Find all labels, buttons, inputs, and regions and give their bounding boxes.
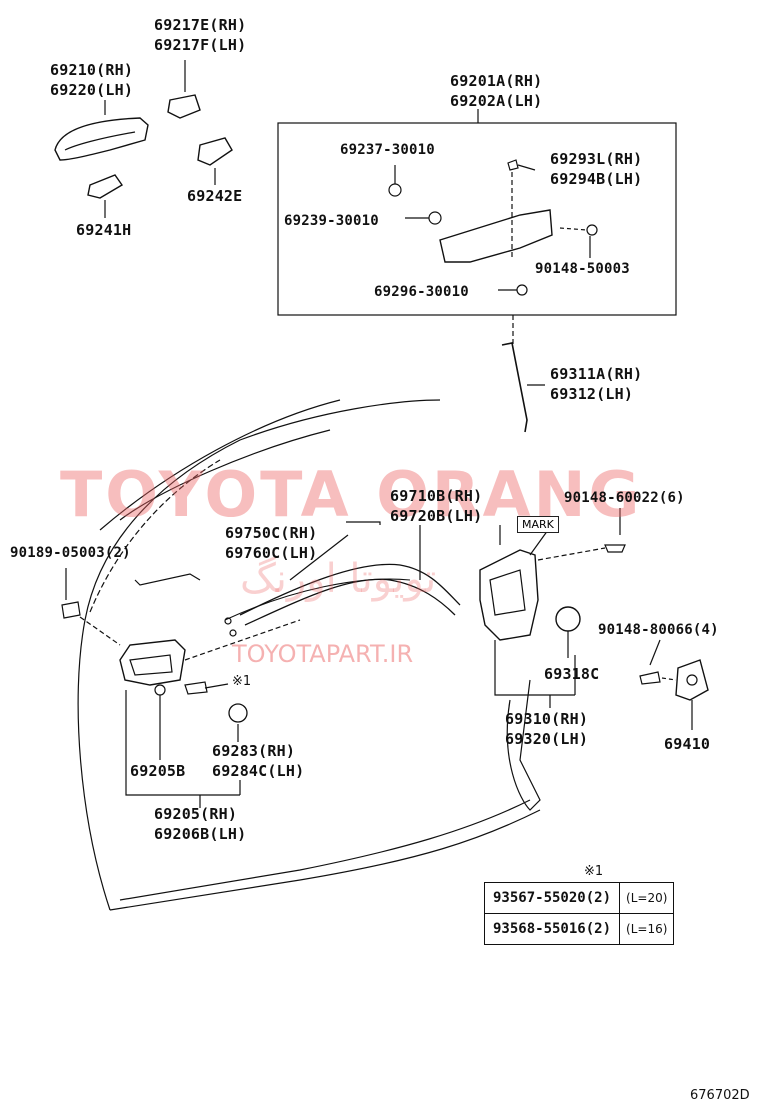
- bracket-69205: [125, 690, 240, 796]
- label-69283-lh: 69284C(LH): [212, 762, 305, 780]
- label-90148-80066: 90148-80066(4): [598, 622, 719, 638]
- door-top-edge: [99, 399, 341, 531]
- label-69210-rh: 69210(RH): [50, 61, 134, 79]
- handle-pad-69241: [87, 174, 124, 199]
- spec-part-number: 93568-55016(2): [483, 913, 621, 945]
- label-90148-50003: 90148-50003: [535, 261, 630, 277]
- door-rear-edge: [506, 679, 541, 811]
- label-69217-lh: 69217F(LH): [154, 36, 247, 54]
- door-bottom-inner: [119, 799, 531, 901]
- lock-cable-second: [224, 578, 411, 621]
- bracket-69310: [494, 640, 575, 696]
- belt-line: [119, 429, 331, 521]
- label-69296: 69296-30010: [374, 284, 469, 300]
- label-90148-60022: 90148-60022(6): [564, 490, 685, 506]
- outer-handle-frame-box: [277, 122, 677, 316]
- label-69205-rh: 69205(RH): [154, 805, 238, 823]
- ref-mark-1: ※1: [232, 674, 252, 689]
- lock-cable-upper: [239, 563, 461, 616]
- label-69310-rh: 69310(RH): [505, 710, 589, 728]
- label-69410: 69410: [664, 735, 711, 753]
- label-69205-lh: 69206B(LH): [154, 825, 247, 843]
- clip-69293: [507, 159, 519, 171]
- lock-rod: [501, 342, 528, 433]
- label-69710-lh: 69720B(LH): [390, 507, 483, 525]
- label-69205b: 69205B: [130, 762, 186, 780]
- watermark-persian: تویوتا اورنگ: [240, 556, 437, 602]
- label-69311-rh: 69311A(RH): [550, 365, 643, 383]
- label-69293-lh: 69294B(LH): [550, 170, 643, 188]
- label-69201-rh: 69201A(RH): [450, 72, 543, 90]
- label-69201-lh: 69202A(LH): [450, 92, 543, 110]
- door-lock-striker: [675, 659, 709, 701]
- handle-cap: [167, 94, 201, 119]
- handle-pad-69242: [197, 137, 233, 166]
- spec-length: (L=20): [619, 882, 675, 914]
- door-inner-line: [89, 459, 221, 613]
- outer-door-handle: [54, 117, 149, 161]
- label-69242: 69242E: [187, 187, 243, 205]
- label-69210-lh: 69220(LH): [50, 81, 134, 99]
- label-69750-lh: 69760C(LH): [225, 544, 318, 562]
- label-69750-rh: 69750C(RH): [225, 524, 318, 542]
- diagram-id: 676702D: [690, 1088, 750, 1103]
- label-90189: 90189-05003(2): [10, 545, 131, 561]
- screw-spec-table: 93567-55020(2) (L=20) 93568-55016(2) (L=…: [483, 882, 675, 945]
- spec-table-title: ※1: [584, 864, 604, 879]
- table-row: 93568-55016(2) (L=16): [483, 913, 675, 945]
- door-panel-outline: [77, 399, 441, 911]
- door-bottom-edge: [109, 809, 541, 911]
- label-69293-rh: 69293L(RH): [550, 150, 643, 168]
- spec-part-number: 93567-55020(2): [483, 882, 621, 914]
- spec-length: (L=16): [619, 913, 675, 945]
- handle-frame: [439, 209, 553, 263]
- label-69239: 69239-30010: [284, 213, 379, 229]
- grommet-69318: [555, 606, 581, 632]
- label-69710-rh: 69710B(RH): [390, 487, 483, 505]
- label-69237: 69237-30010: [340, 142, 435, 158]
- clip-90189: [61, 601, 81, 619]
- watermark-url: TOYOTAPART.IR: [232, 640, 414, 668]
- cover-69283: [228, 703, 248, 723]
- label-69310-lh: 69320(LH): [505, 730, 589, 748]
- label-69318: 69318C: [544, 665, 600, 683]
- inner-panel-line: [134, 573, 201, 586]
- door-lock-body: [479, 549, 539, 641]
- label-69241: 69241H: [76, 221, 132, 239]
- mark-label: MARK: [517, 516, 559, 533]
- table-row: 93567-55020(2) (L=20): [483, 882, 675, 914]
- label-69311-lh: 69312(LH): [550, 385, 634, 403]
- label-69217-rh: 69217E(RH): [154, 16, 247, 34]
- label-69283-rh: 69283(RH): [212, 742, 296, 760]
- inside-door-handle: [119, 639, 186, 686]
